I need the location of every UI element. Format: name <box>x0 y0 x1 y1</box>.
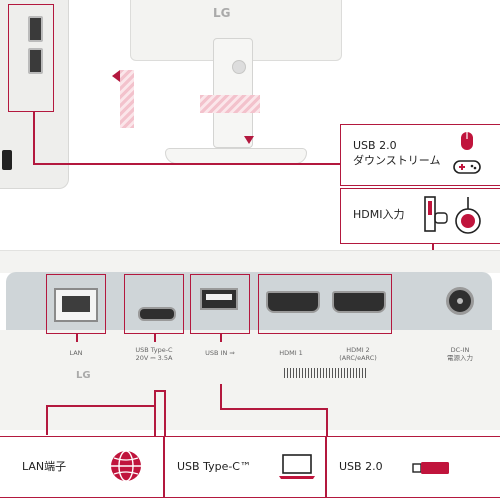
label-hdmi2: HDMI 2 (ARC/eARC) <box>339 346 377 362</box>
usb-c-port-highlight <box>124 274 184 334</box>
connector-usb-down-h <box>33 163 341 165</box>
connector-lan-v <box>76 334 78 342</box>
callout-usb-2-label: USB 2.0 <box>339 460 383 473</box>
connector-usba-v <box>220 334 222 342</box>
io-panel-lower <box>0 330 500 430</box>
side-usb-highlight <box>8 4 54 112</box>
connector-usbc-drop <box>164 390 166 436</box>
connector-usbc-h <box>154 390 164 392</box>
callout-usb-type-c: USB Type-C™ <box>164 436 326 498</box>
connector-usba-drop <box>326 408 328 436</box>
label-dc-in: DC-IN 電源入力 <box>447 346 473 362</box>
logo-text: LG <box>213 6 231 20</box>
gamepad-icon <box>453 160 481 174</box>
callout-lan: LAN端子 <box>0 436 164 498</box>
stand-hole <box>232 60 246 74</box>
callout-hdmi-input: HDMI入力 <box>340 188 500 244</box>
monitor-bottom-bezel <box>0 250 500 273</box>
label-usb-in: USB IN ⇒ <box>205 349 235 357</box>
label-usb-c: USB Type-C 20V ⎓ 3.5A <box>135 346 173 362</box>
callout-usb-2: USB 2.0 <box>326 436 500 498</box>
callout-usb-downstream-label: USB 2.0 ダウンストリーム <box>353 139 441 167</box>
arrow-down-icon <box>244 136 254 144</box>
mouse-icon <box>461 132 473 150</box>
panel-logo-text: LG <box>76 370 91 381</box>
usb-stick-icon <box>412 462 449 474</box>
connector-usb-down-v <box>33 112 35 164</box>
height-adjust-band <box>120 70 134 128</box>
arrow-up-icon <box>112 70 120 82</box>
gamepad-controller-icon <box>455 197 481 234</box>
monitor-logo: LG <box>213 6 231 20</box>
laptop-icon <box>279 454 315 479</box>
label-hdmi1: HDMI 1 <box>279 349 303 357</box>
hdmi2-port <box>332 291 386 313</box>
callout-lan-label: LAN端子 <box>22 460 67 473</box>
height-adjust-band-mid <box>200 95 260 113</box>
hdmi-ports-highlight <box>258 274 392 334</box>
stand-base <box>165 148 307 164</box>
connector-usbc-v2 <box>154 390 156 436</box>
side-usb-port-2 <box>28 48 43 74</box>
callout-usb-downstream: USB 2.0 ダウンストリーム <box>340 124 500 186</box>
stand-neck <box>213 38 253 148</box>
callout-hdmi-input-label: HDMI入力 <box>353 208 405 221</box>
side-usb-port-1 <box>28 16 43 42</box>
connector-usbc-v <box>154 334 156 342</box>
panel-barcode <box>284 368 368 378</box>
hdmi1-port <box>266 291 320 313</box>
connector-lan-low <box>46 405 48 435</box>
connector-usba-v2 <box>220 384 222 408</box>
connector-lan-h <box>46 405 154 407</box>
panel-logo: LG <box>76 370 91 381</box>
globe-icon <box>111 450 141 482</box>
usb-a-port-highlight <box>190 274 250 334</box>
usb-c-port <box>138 307 176 321</box>
side-dark-button <box>2 150 12 170</box>
callout-usb-type-c-label: USB Type-C™ <box>177 460 251 473</box>
connector-usba-h <box>220 408 326 410</box>
console-icon <box>424 196 448 232</box>
usb-a-port <box>200 288 238 310</box>
lan-port <box>54 288 98 322</box>
dc-in-port <box>446 287 474 315</box>
lan-port-highlight <box>46 274 106 334</box>
label-lan: LAN <box>69 349 83 357</box>
